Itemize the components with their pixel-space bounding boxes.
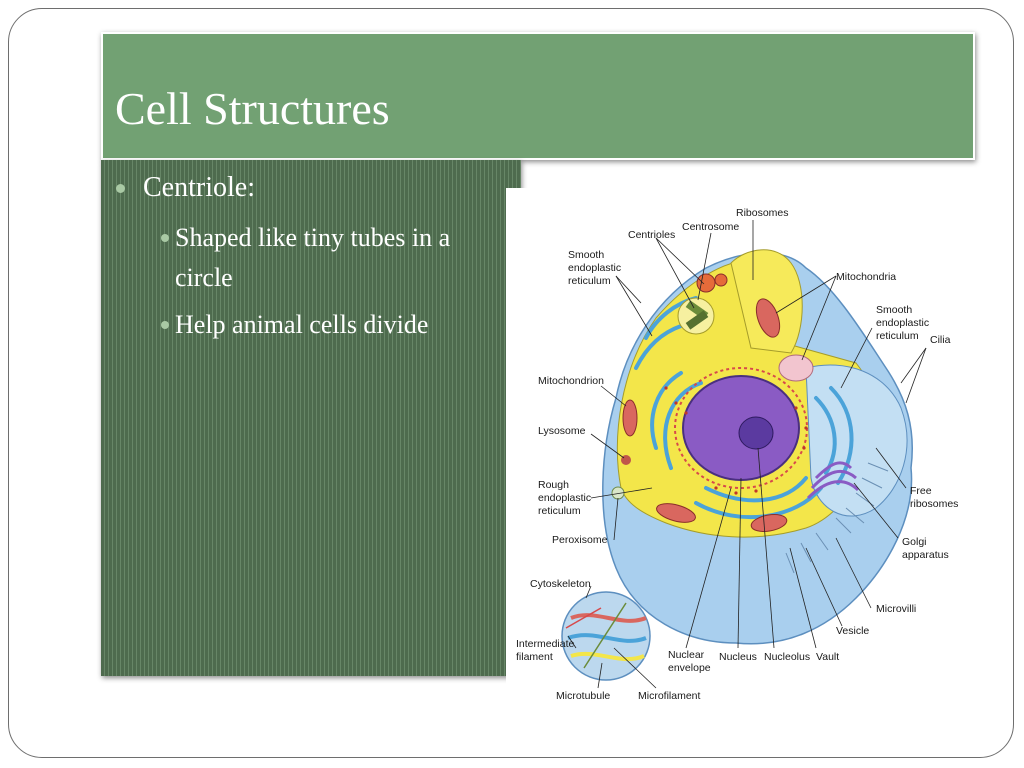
label-smooth-er-1: reticulum: [568, 275, 611, 287]
label-rough-er: endoplastic: [538, 492, 591, 504]
cell-right-lobe: [805, 364, 908, 517]
label-lysosome: Lysosome: [538, 425, 586, 437]
label-rough-er: Rough: [538, 479, 569, 491]
ribosome-dots: [664, 386, 808, 495]
label-intermediate-filament: filament: [516, 651, 553, 663]
label-nucleus: Nucleus: [719, 651, 757, 663]
bullet-level2: Help animal cells divide: [175, 310, 429, 339]
title-bar: Cell Structures: [101, 32, 975, 160]
label-centrosome: Centrosome: [682, 221, 739, 233]
golgi-apparatus: [806, 461, 860, 500]
bullet-level1: Centriole:: [143, 172, 255, 203]
label-mitochondrion: Mitochondrion: [538, 375, 604, 387]
label-smooth-er-2: reticulum: [876, 330, 919, 342]
cell-illustration: Ribosomes Centrioles Centrosome Smooth e…: [516, 207, 958, 702]
slide-title: Cell Structures: [115, 83, 390, 134]
mitochondria-shapes: [622, 273, 788, 532]
bullet-level2-continuation: circle: [175, 263, 233, 292]
label-free-ribosomes: ribosomes: [910, 498, 958, 510]
bullet-dot-icon: [116, 184, 125, 193]
vesicle: [778, 354, 814, 382]
label-nuclear-envelope: envelope: [668, 662, 711, 674]
label-smooth-er-1: endoplastic: [568, 262, 621, 274]
bullet-level2: Shaped like tiny tubes in a: [175, 223, 451, 252]
label-vault: Vault: [816, 651, 839, 663]
label-cytoskeleton: Cytoskeleton: [530, 578, 591, 590]
label-microfilament: Microfilament: [638, 690, 701, 702]
label-vesicle: Vesicle: [836, 625, 869, 637]
label-centrioles: Centrioles: [628, 229, 675, 241]
label-microtubule: Microtubule: [556, 690, 610, 702]
cytoskeleton-inset: [561, 591, 651, 681]
centrosome: [677, 297, 715, 335]
label-smooth-er-2: Smooth: [876, 304, 912, 316]
label-microvilli: Microvilli: [876, 603, 916, 615]
bullet-dot-icon: [161, 321, 169, 329]
label-cilia: Cilia: [930, 334, 951, 346]
label-nuclear-envelope: Nuclear: [668, 649, 705, 661]
leader-lines: [567, 220, 927, 689]
content-panel: Centriole: Shaped like tiny tubes in a c…: [101, 160, 521, 676]
label-golgi: apparatus: [902, 549, 949, 561]
bullet-dot-icon: [161, 234, 169, 242]
label-smooth-er-1: Smooth: [568, 249, 604, 261]
label-intermediate-filament: Intermediate: [516, 638, 575, 650]
label-ribosomes: Ribosomes: [736, 207, 789, 219]
label-peroxisome: Peroxisome: [552, 534, 608, 546]
nucleolus: [738, 416, 774, 450]
label-smooth-er-2: endoplastic: [876, 317, 929, 329]
label-free-ribosomes: Free: [910, 485, 932, 497]
label-nucleolus: Nucleolus: [764, 651, 810, 663]
label-golgi: Golgi: [902, 536, 927, 548]
animal-cell-diagram: Ribosomes Centrioles Centrosome Smooth e…: [506, 188, 976, 710]
label-rough-er: reticulum: [538, 505, 581, 517]
label-mitochondria: Mitochondria: [836, 271, 896, 283]
